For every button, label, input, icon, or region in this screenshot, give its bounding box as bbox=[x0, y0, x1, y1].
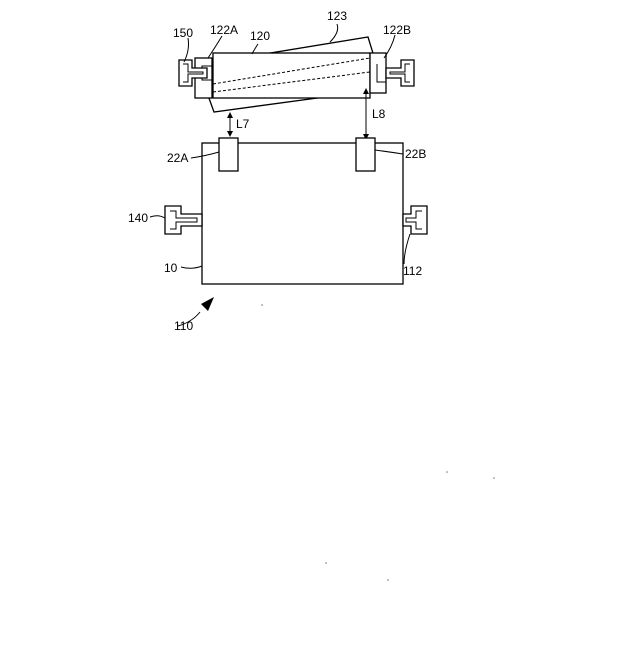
hook-112 bbox=[403, 206, 427, 234]
label-122a: 122A bbox=[210, 23, 238, 37]
label-112: 112 bbox=[403, 264, 422, 278]
label-140: 140 bbox=[128, 211, 148, 225]
label-123: 123 bbox=[327, 9, 347, 23]
label-110: 110 bbox=[174, 319, 193, 333]
label-122b: 122B bbox=[383, 23, 411, 37]
lower-assembly bbox=[165, 138, 427, 284]
arrow-110 bbox=[201, 297, 214, 311]
label-10: 10 bbox=[164, 261, 178, 275]
label-120: 120 bbox=[250, 29, 270, 43]
label-22b: 22B bbox=[405, 147, 426, 161]
pad-22a bbox=[219, 138, 238, 171]
scan-specks bbox=[261, 304, 495, 581]
pad-22b bbox=[356, 138, 375, 171]
label-l7: L7 bbox=[236, 117, 250, 131]
frame-120 bbox=[213, 53, 370, 98]
label-22a: 22A bbox=[167, 151, 188, 165]
connector-122b bbox=[370, 53, 386, 93]
dimension-l7 bbox=[227, 112, 233, 137]
label-l8: L8 bbox=[372, 107, 386, 121]
hook-140 bbox=[165, 206, 202, 234]
label-150: 150 bbox=[173, 26, 193, 40]
